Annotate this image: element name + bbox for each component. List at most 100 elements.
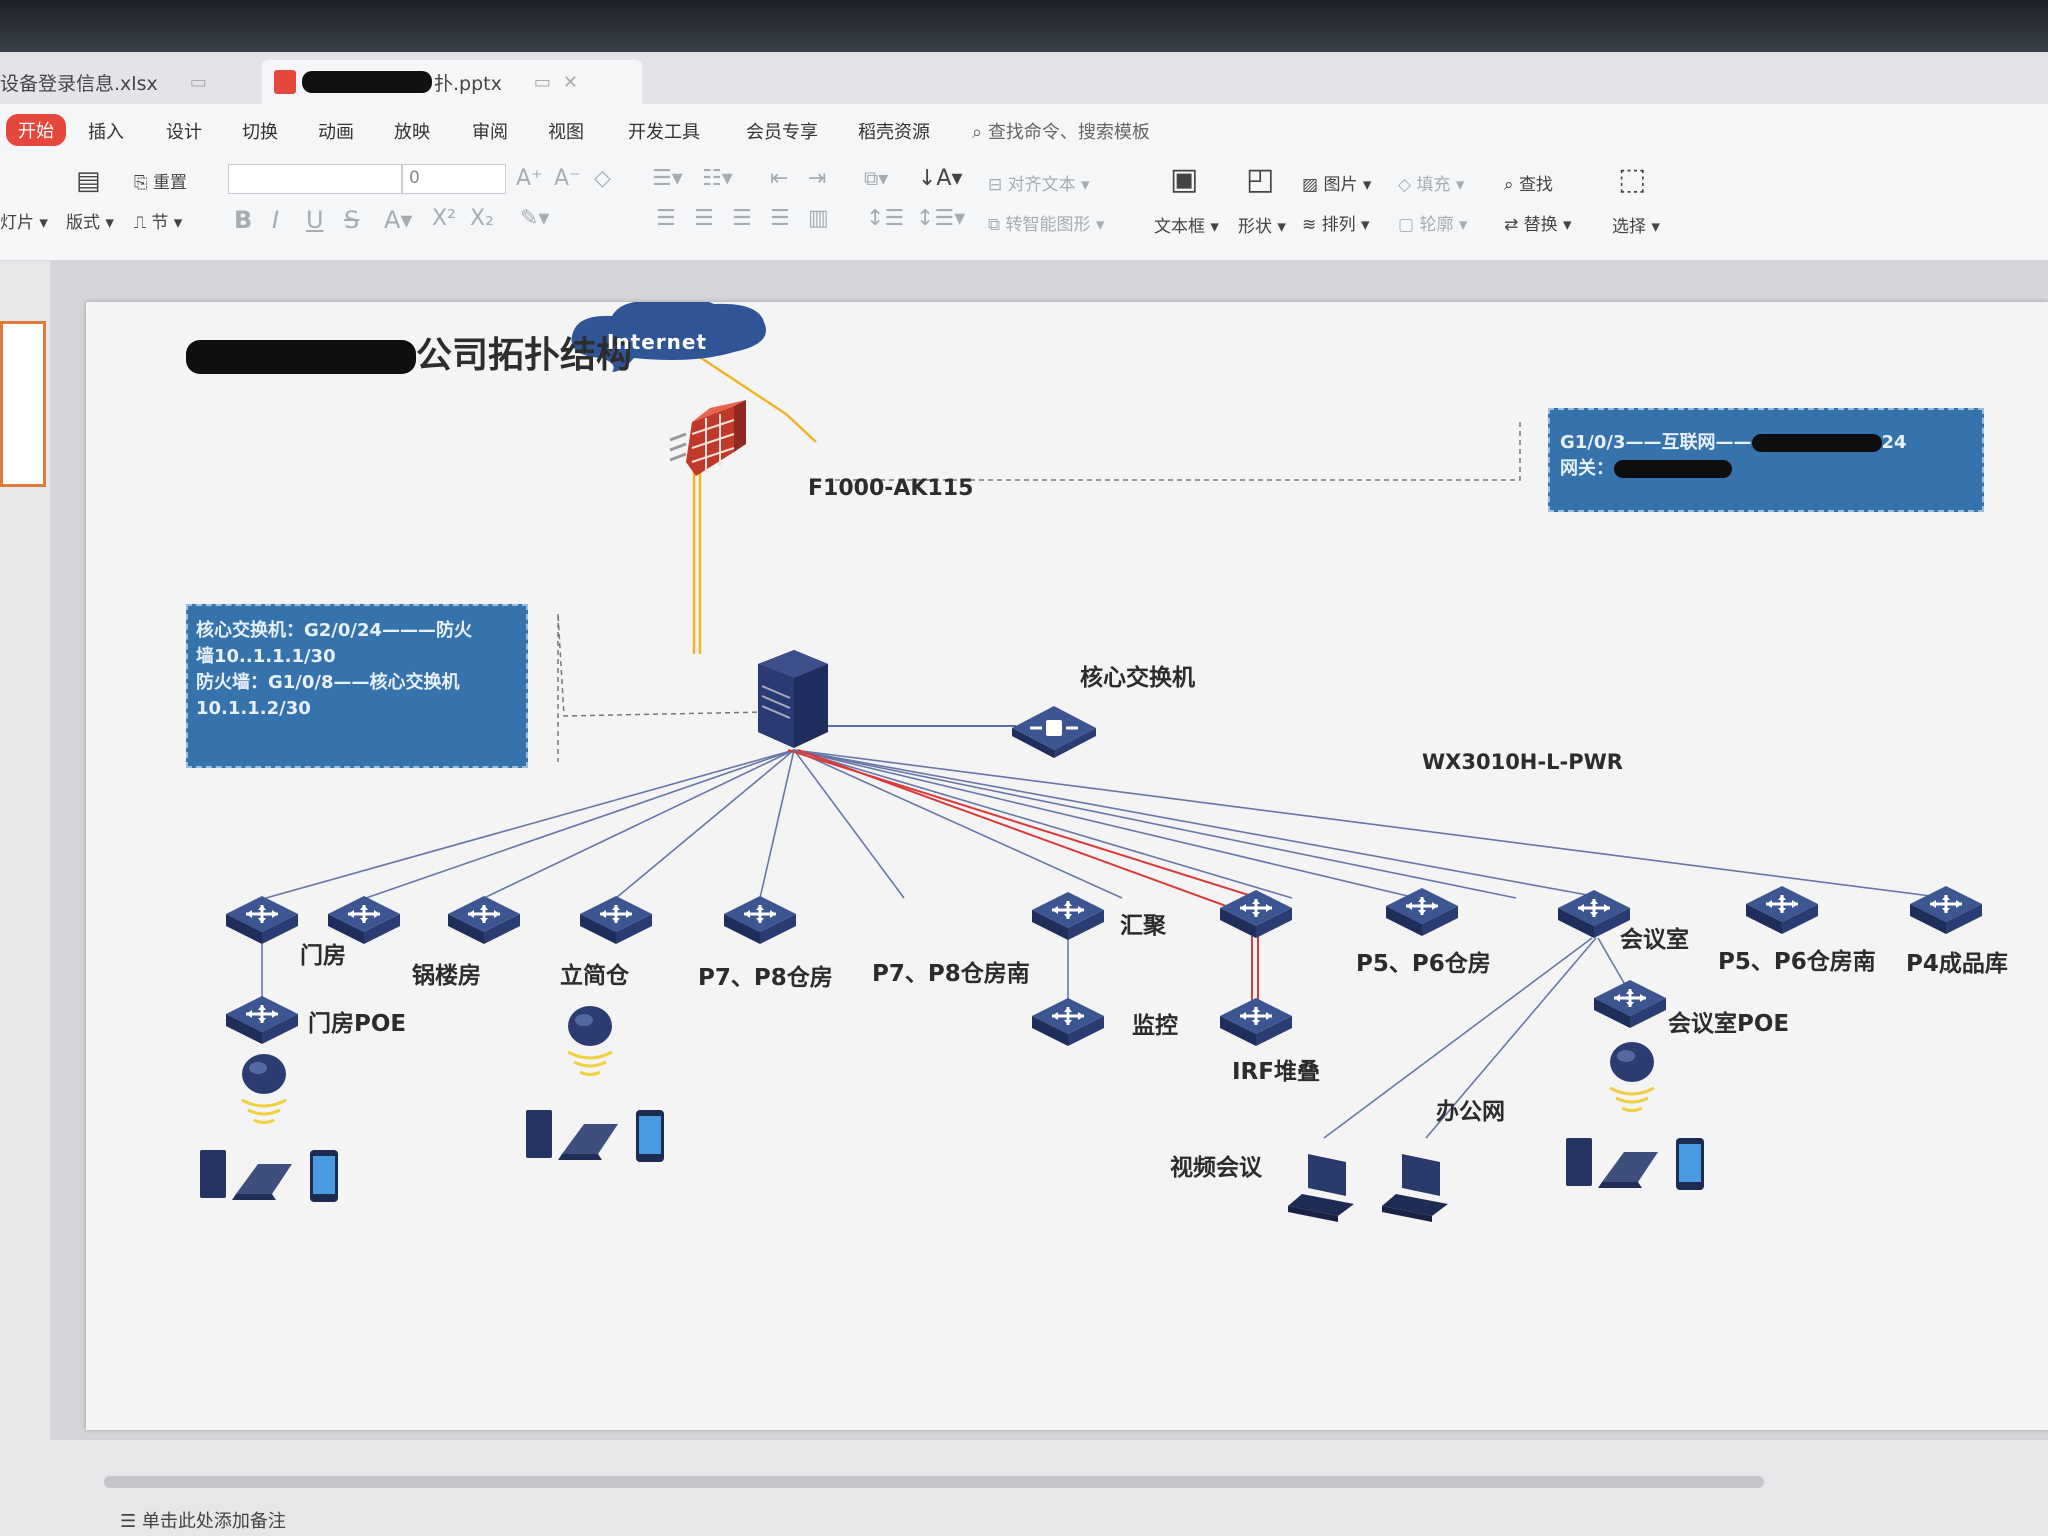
font-color-icon[interactable]: A▾ — [384, 206, 412, 234]
line-spacing-icon[interactable]: ↕☰ — [866, 206, 904, 231]
justify-icon[interactable]: ☰ — [770, 206, 790, 231]
menu-review[interactable]: 审阅 — [472, 118, 508, 144]
superscript-icon[interactable]: X² — [432, 206, 456, 231]
smartart-label: 转智能图形 — [1006, 215, 1091, 235]
notes-pane[interactable] — [0, 1440, 2048, 1536]
node-label: P7、P8仓房 — [698, 958, 833, 992]
highlight-icon[interactable]: ✎▾ — [520, 206, 549, 231]
text-direction-icon[interactable]: ⧉▾ — [864, 166, 888, 190]
shape-button[interactable]: 形状 ▾ — [1238, 212, 1286, 237]
align-right-icon[interactable]: ☰ — [732, 206, 752, 231]
replace-button[interactable]: ⇄ 替换 ▾ — [1504, 210, 1572, 235]
pc-icon — [1288, 1154, 1354, 1222]
reset-icon: ⎘ — [134, 173, 148, 193]
menu-animation[interactable]: 动画 — [318, 118, 354, 144]
font-size-select[interactable]: 0 — [402, 164, 506, 194]
pptx-file-icon — [274, 70, 296, 94]
layout-button[interactable]: 版式 ▾ — [66, 208, 114, 233]
menu-docer[interactable]: 稻壳资源 — [858, 118, 930, 144]
italic-icon[interactable]: I — [272, 206, 279, 234]
section-icon: ⎍ — [134, 213, 146, 233]
switch-icon — [448, 896, 520, 944]
paragraph-spacing-icon[interactable]: ↕☰▾ — [916, 206, 965, 231]
outline-label: 轮廓 — [1419, 215, 1453, 235]
menu-view[interactable]: 视图 — [548, 118, 584, 144]
align-text-button[interactable]: ⊟ 对齐文本 ▾ — [988, 170, 1090, 195]
menu-design[interactable]: 设计 — [166, 118, 202, 144]
notes-icon: ☰ — [120, 1511, 136, 1532]
switch-icon — [1220, 998, 1292, 1046]
menu-start[interactable]: 开始 — [6, 114, 66, 146]
wireless-devices-icon — [526, 1110, 664, 1162]
indent-increase-icon[interactable]: ⇥ — [808, 166, 826, 191]
sort-icon[interactable]: ↓A▾ — [918, 166, 963, 191]
new-slide-button[interactable]: 灯片 ▾ — [0, 208, 48, 233]
bold-icon[interactable]: B — [234, 206, 252, 234]
arrange-icon: ≋ — [1302, 215, 1316, 235]
section-button[interactable]: ⎍ 节 ▾ — [134, 208, 182, 233]
menu-slideshow[interactable]: 放映 — [394, 118, 430, 144]
picture-button[interactable]: ▨ 图片 ▾ — [1302, 170, 1371, 195]
fill-button[interactable]: ◇ 填充 ▾ — [1398, 170, 1464, 195]
textbox-button[interactable]: 文本框 ▾ — [1154, 212, 1219, 237]
find-button[interactable]: ⌕ 查找 — [1504, 170, 1553, 195]
horizontal-scrollbar[interactable] — [104, 1476, 1764, 1488]
node-label: 门房POE — [308, 1004, 406, 1038]
numbered-list-icon[interactable]: ☷▾ — [702, 166, 733, 191]
underline-icon[interactable]: U — [306, 206, 324, 234]
font-grow-icon[interactable]: A⁺ — [516, 166, 543, 191]
arrange-button[interactable]: ≋ 排列 ▾ — [1302, 210, 1370, 235]
select-button[interactable]: 选择 ▾ — [1612, 212, 1660, 237]
menu-insert[interactable]: 插入 — [88, 118, 124, 144]
node-label: 门房 — [300, 936, 346, 970]
access-point-icon — [242, 1054, 286, 1123]
info-box-internet-gateway[interactable]: G1/0/3——互联网——24 网关： — [1548, 408, 1984, 512]
picture-label: 图片 — [1323, 175, 1357, 195]
clear-format-icon[interactable]: ◇ — [594, 166, 611, 191]
align-left-icon[interactable]: ☰ — [656, 206, 676, 231]
strikethrough-icon[interactable]: S — [344, 206, 359, 234]
align-text-label: 对齐文本 — [1008, 175, 1076, 195]
info-box-core-firewall[interactable]: 核心交换机：G2/0/24———防火 墙10..1.1.1/30 防火墙：G1/… — [186, 604, 528, 768]
info-line: 网关： — [1560, 458, 1614, 479]
switch-icon — [1032, 892, 1104, 940]
wireless-devices-icon — [200, 1150, 338, 1202]
info-line: 防火墙：G1/0/8——核心交换机 — [196, 670, 518, 696]
subscript-icon[interactable]: X₂ — [470, 206, 494, 231]
distribute-icon[interactable]: ▥ — [808, 206, 829, 231]
menu-developer[interactable]: 开发工具 — [628, 118, 700, 144]
node-label: 视频会议 — [1170, 1148, 1262, 1182]
tab-xlsx[interactable]: 设备登录信息.xlsx ▭ — [0, 60, 250, 104]
reset-button[interactable]: ⎘ 重置 — [134, 168, 187, 193]
tab-xlsx-label: 设备登录信息.xlsx — [0, 69, 158, 96]
textbox-label: 文本框 — [1154, 217, 1205, 237]
menu-member[interactable]: 会员专享 — [746, 118, 818, 144]
command-search[interactable]: ⌕ 查找命令、搜索模板 — [972, 118, 1150, 144]
reset-label: 重置 — [153, 173, 187, 193]
slide-canvas[interactable]: 公司拓扑结构 Internet F1000-AK115 核心交换机 WX3010… — [86, 302, 2048, 1430]
tab-pptx[interactable]: 扑.pptx ▭ ✕ — [262, 60, 642, 104]
menu-transition[interactable]: 切换 — [242, 118, 278, 144]
outline-button[interactable]: ▢ 轮廓 ▾ — [1398, 210, 1467, 235]
notes-placeholder[interactable]: ☰ 单击此处添加备注 — [120, 1507, 286, 1533]
switch-icon — [1594, 980, 1666, 1028]
tab-pin-icon[interactable]: ▭ — [534, 72, 551, 93]
tab-pin-icon[interactable]: ▭ — [190, 72, 207, 93]
wireless-devices-icon — [1566, 1138, 1704, 1190]
ribbon-toolbar: 灯片 ▾ ▤ 版式 ▾ ⎘ 重置 ⎍ 节 ▾ 0 A⁺ A⁻ ◇ B I U S… — [0, 156, 2048, 261]
node-label: 会议室 — [1620, 920, 1689, 954]
ac-label: WX3010H-L-PWR — [1422, 750, 1623, 774]
replace-icon: ⇄ — [1504, 215, 1518, 235]
font-family-select[interactable] — [228, 164, 402, 194]
smartart-button[interactable]: ⧉ 转智能图形 ▾ — [988, 210, 1104, 235]
tab-pptx-label: 扑.pptx — [434, 69, 502, 96]
close-icon[interactable]: ✕ — [563, 72, 578, 93]
switch-icon — [226, 896, 298, 944]
font-shrink-icon[interactable]: A⁻ — [554, 166, 581, 191]
bullet-list-icon[interactable]: ☰▾ — [652, 166, 683, 191]
align-center-icon[interactable]: ☰ — [694, 206, 714, 231]
node-label: 锅楼房 — [412, 956, 481, 990]
slide-thumbnail[interactable] — [0, 321, 46, 487]
node-label: 会议室POE — [1668, 1004, 1789, 1038]
indent-decrease-icon[interactable]: ⇤ — [770, 166, 788, 191]
